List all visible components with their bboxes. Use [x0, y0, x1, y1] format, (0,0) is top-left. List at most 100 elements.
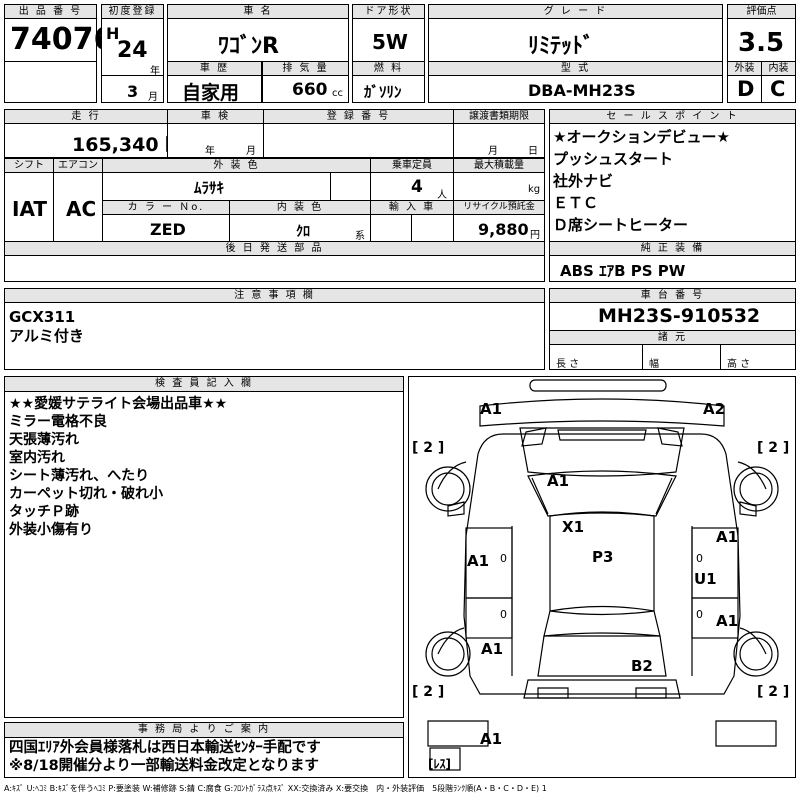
- specs-length-box: [549, 344, 643, 370]
- max-load-box: [453, 172, 545, 201]
- mark-hood: A1: [547, 472, 570, 490]
- inspector-line-6: カーペット切れ・破れ小: [9, 486, 163, 502]
- displacement-unit: cc: [332, 88, 343, 99]
- grade-label: グ レ ー ド: [428, 4, 723, 19]
- zero-right-rear: 0: [696, 608, 703, 621]
- lot-number: 74076: [10, 22, 115, 57]
- history-label: 車 歴: [167, 61, 262, 76]
- shift-label: シフト: [4, 158, 54, 173]
- inspection-box: [167, 123, 264, 158]
- mark-right-rear-door: A1: [716, 612, 739, 630]
- registration-number-box: [263, 123, 454, 158]
- fuel: ｶﾞｿﾘﾝ: [364, 83, 402, 101]
- recycle-fee: 9,880: [478, 220, 529, 239]
- capacity: 4: [411, 177, 423, 197]
- fuel-box: [352, 75, 425, 103]
- aircon: AC: [66, 197, 97, 221]
- specs-height-label: 高 さ: [727, 359, 751, 370]
- model-box: [428, 75, 723, 103]
- caution-box: [4, 302, 545, 370]
- office-notice-box: [4, 737, 404, 778]
- later-parts-label: 後 日 発 送 部 品: [4, 241, 545, 256]
- year-unit: 年: [150, 66, 160, 77]
- mark-front-right: A2: [703, 400, 726, 418]
- color-number-label: カ ラ ー Ｎo.: [102, 200, 230, 215]
- model: DBA-MH23S: [528, 81, 636, 100]
- exterior-color-box: [102, 172, 371, 201]
- interior-color-unit: 系: [355, 231, 365, 242]
- transfer-deadline-label: 譲渡書類期限: [453, 109, 545, 124]
- shift: IAT: [12, 197, 48, 221]
- caution-line-1: GCX311: [9, 308, 76, 326]
- spare-tire: [ﾚｽ]: [428, 757, 451, 771]
- transfer-month-unit: 月: [488, 146, 498, 157]
- mileage: 165,340 ㎞: [72, 134, 185, 156]
- interior-color-label: 内 装 色: [229, 200, 371, 215]
- registration-month: 3: [127, 82, 139, 101]
- color-number-box: [102, 214, 230, 242]
- era: H: [106, 24, 120, 43]
- mark-rear-bumper: A1: [480, 730, 503, 748]
- office-notice-line-1: 四国ｴﾘｱ外会員様落札は西日本輸送ｾﾝﾀｰ手配です: [9, 740, 321, 756]
- car-diagram-box: [408, 376, 796, 778]
- mark-right-front-door: A1: [716, 528, 739, 546]
- tire-rear-left: [ 2 ]: [412, 684, 445, 700]
- tire-front-right: [ 2 ]: [757, 440, 790, 456]
- model-label: 型 式: [428, 61, 723, 76]
- inspector-label: 検 査 員 記 入 欄: [4, 376, 404, 392]
- inspector-line-7: タッチＰ跡: [9, 504, 79, 520]
- sales-point-4: ＥＴＣ: [553, 194, 599, 212]
- transfer-day-unit: 日: [528, 146, 538, 157]
- history-box: [167, 75, 262, 103]
- caution-line-2: アルミ付き: [9, 327, 84, 345]
- exterior-box: [727, 75, 762, 103]
- tire-front-left: [ 2 ]: [412, 440, 445, 456]
- exterior-color-label: 外 装 色: [102, 158, 371, 173]
- mark-left-rear-quarter: A1: [481, 640, 504, 658]
- interior-grade: C: [770, 77, 786, 101]
- score-label: 評価点: [727, 4, 796, 19]
- exterior-color: ﾑﾗｻｷ: [194, 179, 225, 197]
- mark-roof: P3: [592, 548, 614, 566]
- mark-windshield: X1: [562, 518, 585, 536]
- later-parts-box: [4, 255, 545, 282]
- inspection-year-unit: 年: [205, 146, 215, 157]
- mark-left-front-door: A1: [467, 552, 490, 570]
- inspector-line-2: ミラー電格不良: [9, 414, 107, 430]
- inspector-line-8: 外装小傷有り: [9, 522, 93, 538]
- inspector-line-4: 室内汚れ: [9, 450, 65, 466]
- grade: ﾘﾐﾃｯﾄﾞ: [528, 34, 595, 59]
- aircon-label: エアコン: [53, 158, 103, 173]
- car-diagram: [425, 379, 779, 771]
- mark-front-left: A1: [480, 400, 503, 418]
- exterior-label: 外装: [727, 61, 762, 76]
- registration-year: 24: [117, 38, 148, 63]
- chassis-box: [549, 302, 796, 331]
- inspector-box: [4, 391, 404, 718]
- lot-number-label: 出 品 番 号: [4, 4, 97, 19]
- specs-length-label: 長 さ: [556, 359, 580, 370]
- specs-height-box: [720, 344, 796, 370]
- lot-number-empty: [4, 61, 97, 103]
- recycle-box: [453, 214, 545, 242]
- specs-width-label: 幅: [649, 359, 659, 370]
- fuel-label: 燃 料: [352, 61, 425, 76]
- sales-point-3: 社外ナビ: [553, 172, 614, 190]
- office-notice-line-2: ※8/18開催分より一部輸送料金改定となります: [9, 758, 319, 774]
- door-type: 5W: [372, 30, 408, 54]
- caution-label: 注 意 事 項 欄: [4, 288, 545, 303]
- exterior-grade: D: [737, 77, 755, 101]
- transfer-deadline-box: [453, 123, 545, 158]
- interior-color: ｸﾛ: [296, 224, 310, 240]
- sales-point-2: プッシュスタート: [553, 150, 674, 168]
- door-label: ドア形状: [352, 4, 425, 19]
- inspector-line-5: シート薄汚れ、へたり: [9, 468, 150, 484]
- month-unit: 月: [148, 92, 158, 103]
- capacity-unit: 人: [437, 190, 447, 201]
- inspector-line-3: 天張薄汚れ: [9, 432, 79, 448]
- car-name-label: 車 名: [167, 4, 349, 19]
- exterior-color-sub: [330, 172, 371, 201]
- mileage-label: 走 行: [4, 109, 168, 124]
- capacity-label: 乗車定員: [370, 158, 454, 173]
- mark-back-door: B2: [631, 657, 653, 675]
